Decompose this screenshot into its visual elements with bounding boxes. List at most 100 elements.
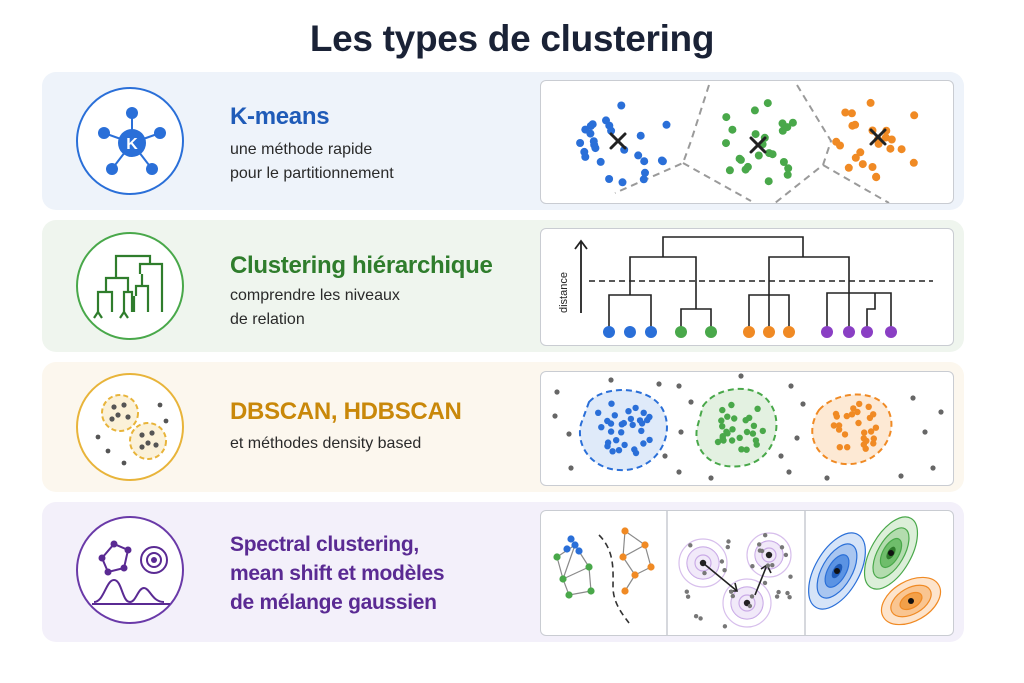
- k-letter: K: [126, 136, 138, 153]
- dbscan-point: [870, 440, 877, 447]
- kmeans-point: [596, 157, 605, 166]
- kmeans-point: [851, 120, 860, 129]
- dbscan-point: [640, 440, 647, 447]
- dbscan-point: [848, 411, 856, 418]
- dendrogram-illustration: distance: [540, 228, 954, 346]
- dbscan-point: [714, 438, 722, 446]
- kmeans-point: [576, 139, 585, 147]
- dbscan-point: [723, 428, 730, 435]
- kmeans-point: [641, 168, 649, 177]
- dbscan-point: [738, 446, 745, 453]
- dbscan-point: [746, 414, 753, 421]
- axis-label-distance: distance: [558, 272, 570, 313]
- row-kmeans: K K-means une méthode rapide pour le par…: [42, 72, 964, 210]
- kmeans-point: [881, 133, 890, 142]
- noise-point: [568, 465, 574, 471]
- density-clusters-icon: [76, 373, 184, 481]
- dbscan-point: [731, 415, 738, 422]
- kmeans-point: [868, 163, 877, 171]
- kmeans-point: [858, 160, 867, 169]
- graph-node: [587, 587, 595, 595]
- dbscan-point: [724, 413, 731, 420]
- dbscan-point: [855, 419, 862, 427]
- kmeans-point: [617, 101, 626, 110]
- graph-node: [559, 575, 567, 583]
- dendrogram-leaf: [743, 326, 755, 338]
- kmeans-point: [851, 153, 860, 162]
- noise-point: [800, 401, 806, 407]
- graph-node: [563, 545, 571, 553]
- meanshift-point: [788, 574, 793, 579]
- dbscan-point: [646, 436, 653, 444]
- row-title-dbscan: DBSCAN, HDBSCAN: [230, 398, 462, 425]
- dbscan-point: [640, 409, 647, 416]
- kmeans-point: [618, 178, 627, 187]
- row-subtitle-hierarchical: comprendre les niveaux de relation: [230, 287, 400, 328]
- meanshift-point: [762, 580, 768, 586]
- row-subtitle-dbscan: et méthodes density based: [230, 435, 422, 452]
- dbscan-point: [638, 420, 646, 427]
- kmeans-point: [847, 109, 856, 118]
- graph-node: [565, 591, 573, 599]
- meanshift-point: [685, 594, 691, 599]
- dbscan-point: [836, 444, 843, 451]
- spectral-meanshift-gmm-illustration: [540, 510, 954, 636]
- dbscan-point: [611, 412, 618, 419]
- kmeans-point: [783, 170, 792, 179]
- noise-point: [676, 469, 682, 475]
- meanshift-point: [757, 542, 762, 547]
- dbscan-point: [867, 428, 875, 435]
- dbscan-point: [595, 409, 602, 416]
- dbscan-point: [749, 430, 757, 437]
- kmeans-point: [588, 120, 597, 129]
- k-means-centroid-icon: K: [76, 87, 184, 195]
- graph-and-gaussian-icon: [76, 516, 184, 624]
- meanshift-point: [702, 570, 707, 576]
- dbscan-point: [631, 446, 638, 453]
- kmeans-point: [836, 141, 844, 150]
- dendrogram-leaf: [603, 326, 615, 338]
- kmeans-point: [754, 151, 763, 160]
- page-title: Les types de clustering: [309, 18, 715, 59]
- kmeans-point: [788, 118, 797, 127]
- graph-node: [575, 547, 583, 555]
- dbscan-illustration: [540, 371, 954, 486]
- dbscan-point: [833, 413, 840, 420]
- kmeans-point: [783, 123, 792, 132]
- graph-node: [619, 553, 627, 561]
- meanshift-point: [749, 594, 755, 599]
- kmeans-point: [590, 140, 599, 149]
- dbscan-point: [719, 423, 726, 430]
- dbscan-point: [844, 444, 851, 451]
- noise-point: [898, 473, 904, 479]
- kmeans-point: [909, 158, 918, 167]
- dbscan-point: [604, 443, 611, 450]
- kmeans-point: [639, 175, 648, 184]
- kmeans-point: [751, 130, 760, 139]
- dendrogram-leaf: [763, 326, 775, 338]
- dbscan-point: [632, 404, 639, 412]
- dbscan-point: [863, 437, 870, 444]
- kmeans-point: [765, 149, 774, 158]
- dbscan-point: [618, 429, 625, 436]
- row-dbscan: DBSCAN, HDBSCAN et méthodes density base…: [42, 362, 964, 492]
- meanshift-point: [688, 543, 693, 548]
- noise-point: [910, 395, 916, 401]
- meanshift-point: [693, 614, 699, 619]
- dbscan-point: [743, 428, 751, 436]
- kmeans-point: [736, 155, 745, 164]
- noise-point: [788, 383, 794, 389]
- graph-node: [641, 541, 649, 549]
- noise-point: [566, 431, 572, 437]
- meanshift-point: [770, 563, 775, 568]
- meanshift-point: [763, 533, 768, 538]
- graph-node: [571, 541, 579, 549]
- kmeans-point: [764, 177, 773, 186]
- row-title-kmeans: K-means: [230, 103, 330, 130]
- kmeans-point: [763, 99, 772, 108]
- graph-node: [621, 527, 629, 535]
- meanshift-point: [684, 589, 689, 594]
- dbscan-point: [870, 435, 877, 442]
- meanshift-point: [787, 595, 792, 600]
- noise-point: [930, 465, 936, 471]
